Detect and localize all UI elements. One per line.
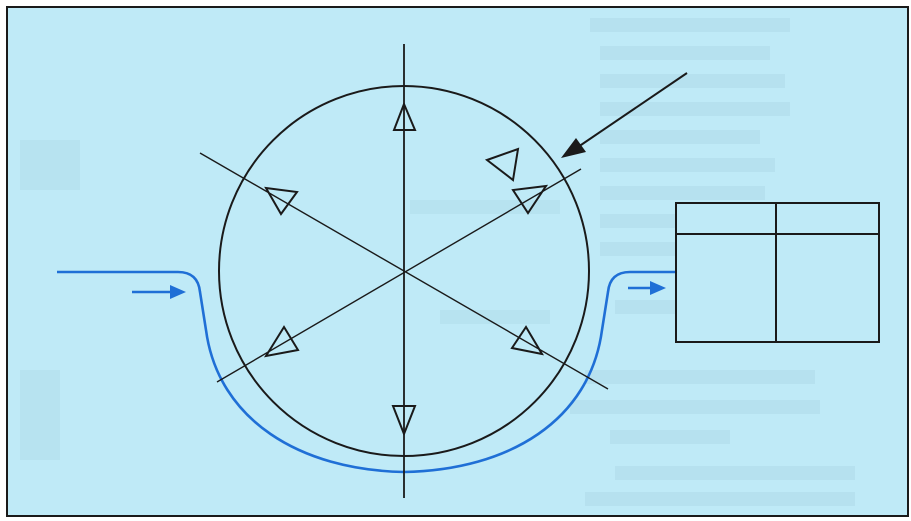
ghost-line xyxy=(600,158,775,172)
ghost-line xyxy=(600,186,765,200)
pointer-arrow-shaft xyxy=(577,72,688,148)
ghost-line xyxy=(410,200,560,214)
ghost-line xyxy=(585,370,815,384)
ghost-line xyxy=(600,102,790,116)
outlet-flow-arrow xyxy=(628,281,666,295)
pointer-arrow-head xyxy=(561,138,586,158)
triangle-down-marker xyxy=(391,405,417,437)
output-block xyxy=(675,202,880,343)
triangle-markers xyxy=(263,101,549,437)
ghost-line xyxy=(615,466,855,480)
ghost-block xyxy=(20,140,80,190)
triangle-lower-left-marker xyxy=(263,325,300,358)
ghost-block xyxy=(20,370,60,460)
triangle-upper-left-marker xyxy=(264,186,299,216)
triangle-upper-right-marker xyxy=(511,184,549,215)
panel-frame xyxy=(6,6,909,517)
triangle-up-marker xyxy=(392,101,417,131)
outlet-arrow-head xyxy=(650,281,666,295)
ghost-line xyxy=(570,400,820,414)
inlet-flow-arrow xyxy=(132,285,186,299)
diagonal-axis-up xyxy=(216,168,582,383)
ghost-line xyxy=(600,130,760,144)
ghost-line xyxy=(610,430,730,444)
ghost-line xyxy=(585,492,855,506)
pointer-arrow xyxy=(561,72,688,158)
ghost-line xyxy=(440,310,550,324)
ghost-line xyxy=(590,18,790,32)
show-through-text xyxy=(20,18,855,506)
inlet-arrow-head xyxy=(170,285,186,299)
triangle-lower-right-marker xyxy=(510,325,545,356)
output-block-outline xyxy=(675,202,880,343)
ghost-line xyxy=(600,46,770,60)
ghost-line xyxy=(600,74,785,88)
inward-triangle-marker xyxy=(484,147,520,182)
